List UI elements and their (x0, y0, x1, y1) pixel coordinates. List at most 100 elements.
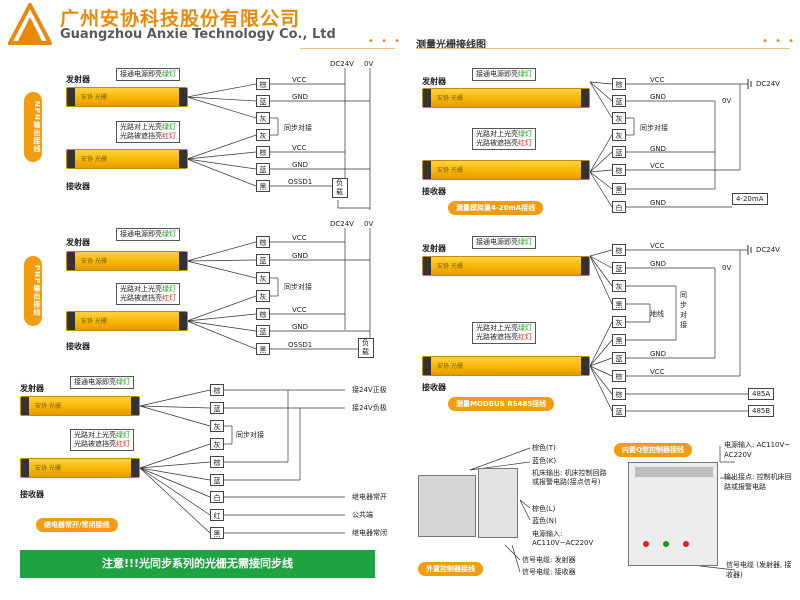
modbus-dc24: DC24V (756, 246, 780, 254)
right-section-title: 测量光栅接线图 (416, 40, 486, 51)
modbus-emitter-sensor: 安协 光栅 (422, 256, 590, 276)
modbus-pill: 测量MODBUS RS485接线 (448, 397, 555, 411)
relay-wire-7: 白 (210, 491, 224, 503)
company-name-cn: 广州安协科技股份有限公司 (60, 8, 301, 30)
int-controller-terminal (635, 467, 713, 477)
modbus-wire-8: 棕 (612, 370, 626, 382)
notice-banner: 注意!!!光同步系列的光栅无需接同步线 (20, 550, 375, 578)
npn-wire-3: 灰 (256, 112, 270, 124)
npn-wire-6: 蓝 (256, 163, 270, 175)
modbus-wire-4: 黑 (612, 298, 626, 310)
modbus-emitter-label: 发射器 (422, 244, 446, 253)
company-logo-icon (6, 0, 54, 45)
analog-wire-8: 白 (612, 201, 626, 213)
modbus-wire-6: 黑 (612, 334, 626, 346)
ext-controller-pill: 外置控制器接线 (418, 562, 483, 576)
npn-wire-5: 棕 (256, 146, 270, 158)
ext-controller-unit-1 (418, 475, 476, 537)
modbus-wire-3: 灰 (612, 280, 626, 292)
modbus-gnd-2: GND (650, 350, 667, 358)
ext-signal-emitter: 信号电缆: 发射器 (522, 556, 576, 564)
ext-brown-l: 棕色(L) (532, 505, 556, 513)
relay-wire-2: 蓝 (210, 402, 224, 414)
relay-emitter-note: 接通电源即亮绿灯 (70, 376, 134, 389)
relay-wire-4: 灰 (210, 438, 224, 450)
analog-wire-5: 蓝 (612, 146, 626, 158)
relay-wire-5: 棕 (210, 456, 224, 468)
modbus-emitter-note: 接通电源即亮绿灯 (472, 236, 536, 249)
right-section-divider (416, 48, 790, 49)
analog-0v: 0V (722, 97, 732, 105)
pnp-load-box: 负载 (358, 338, 374, 358)
analog-sync: 同步对接 (640, 124, 668, 132)
npn-emitter-note: 接通电源即亮绿灯 (116, 68, 180, 81)
pnp-0v-label: 0V (364, 220, 374, 228)
npn-load-box: 负载 (332, 178, 348, 198)
npn-emitter-sensor: 安协 光栅 (66, 87, 188, 107)
analog-dc24: DC24V (756, 80, 780, 88)
pnp-sync: 同步对接 (284, 283, 312, 291)
pnp-vcc-2: VCC (292, 306, 307, 314)
header-divider (300, 48, 395, 49)
pnp-ossd: OSSD1 (288, 341, 313, 349)
npn-side-label: NPN输出接线 (24, 92, 42, 162)
analog-emitter-label: 发射器 (422, 77, 446, 86)
npn-receiver-sensor: 安协 光栅 (66, 149, 188, 169)
header-dots-right: • • • (762, 36, 797, 47)
npn-sync: 同步对接 (284, 124, 312, 132)
pnp-gnd-1: GND (292, 252, 309, 260)
modbus-wire-2: 蓝 (612, 262, 626, 274)
relay-emitter-sensor: 安协 光栅 (20, 396, 140, 416)
pnp-receiver-sensor: 安协 光栅 (66, 311, 188, 331)
analog-gnd-2: GND (650, 145, 667, 153)
relay-to-24-neg: 接24V负极 (352, 404, 387, 412)
relay-emitter-label: 发射器 (20, 384, 44, 393)
pnp-wire-3: 灰 (256, 272, 270, 284)
modbus-vcc-2: VCC (650, 368, 665, 376)
int-led-red-2 (683, 541, 689, 547)
analog-out-box: 4-20mA (732, 193, 768, 205)
pnp-emitter-label: 发射器 (66, 238, 90, 247)
header-dots-left: • • • (368, 36, 403, 47)
modbus-485b-box: 485B (748, 405, 775, 417)
analog-wire-6: 棕 (612, 164, 626, 176)
int-led-red (643, 541, 649, 547)
relay-nc: 继电器常闭 (352, 529, 387, 537)
npn-gnd-1: GND (292, 93, 309, 101)
modbus-wire-9: 棕 (612, 388, 626, 400)
npn-wire-2: 蓝 (256, 95, 270, 107)
int-power-in: 电源输入: AC110V~ AC220V (724, 441, 791, 459)
modbus-485a-box: 485A (748, 388, 775, 400)
relay-no: 继电器常开 (352, 493, 387, 501)
ext-controller-unit-2 (478, 468, 518, 538)
pnp-dc24-label: DC24V (330, 220, 354, 228)
analog-emitter-note: 接通电源即亮绿灯 (472, 68, 536, 81)
int-led-green (663, 541, 669, 547)
modbus-receiver-note: 光路对上光亮绿灯光路被遮挡亮红灯 (472, 322, 536, 344)
modbus-vcc-1: VCC (650, 242, 665, 250)
relay-common: 公共端 (352, 511, 373, 519)
relay-to-24-pos: 接24V正极 (352, 386, 387, 394)
relay-sync: 同步对接 (236, 431, 264, 439)
pnp-wire-5: 棕 (256, 308, 270, 320)
ext-signal-receiver: 信号电缆: 接收器 (522, 568, 576, 576)
npn-wire-1: 棕 (256, 78, 270, 90)
ext-blue-n: 蓝色(N) (532, 517, 557, 525)
pnp-wire-4: 灰 (256, 290, 270, 302)
pnp-emitter-sensor: 安协 光栅 (66, 251, 188, 271)
relay-wire-9: 黑 (210, 527, 224, 539)
modbus-gnd-1: GND (650, 260, 667, 268)
int-output: 输出接点: 控制机床回路或报警电路 (724, 473, 792, 491)
analog-emitter-sensor: 安协 光栅 (422, 88, 590, 108)
relay-wire-8: 红 (210, 509, 224, 521)
npn-0v-label: 0V (364, 60, 374, 68)
npn-vcc-1: VCC (292, 76, 307, 84)
modbus-sync-vertical: 同步对接 (680, 291, 687, 329)
modbus-wire-5: 灰 (612, 316, 626, 328)
ext-machine-out: 机床输出: 机床控制回路或报警电路(接点信号) (532, 469, 607, 486)
analog-gnd-1: GND (650, 93, 667, 101)
int-controller-unit (628, 462, 718, 566)
ext-brown-t: 棕色(T) (532, 444, 556, 452)
pnp-emitter-note: 接通电源即亮绿灯 (116, 228, 180, 241)
analog-receiver-note: 光路对上光亮绿灯光路被遮挡亮红灯 (472, 128, 536, 150)
